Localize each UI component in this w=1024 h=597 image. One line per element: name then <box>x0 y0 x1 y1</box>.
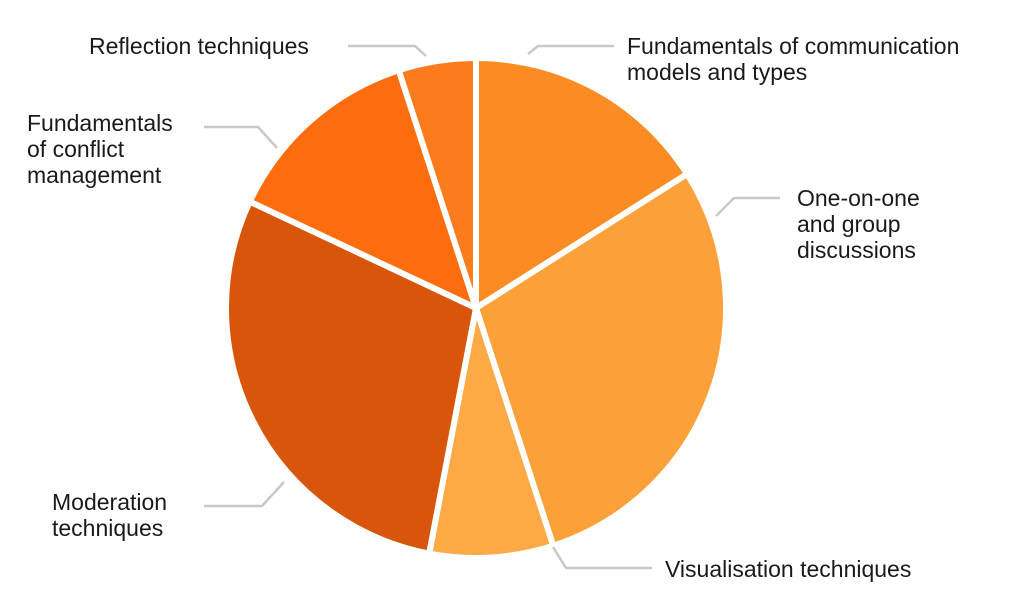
label-conflict: Fundamentals of conflict management <box>27 110 179 188</box>
label-reflection-line-1: Reflection techniques <box>89 33 309 59</box>
label-conflict-line-2: of conflict <box>27 136 125 162</box>
label-communication-line-2: models and types <box>627 59 807 85</box>
label-discussions-line-3: discussions <box>797 237 916 263</box>
leader-lines <box>204 44 780 570</box>
label-communication-line-1: Fundamentals of communication <box>627 33 959 59</box>
pie-slice-visualisation <box>425 307 558 561</box>
label-moderation: Moderation techniques <box>52 489 173 541</box>
slice-labels: Fundamentals of communication models and… <box>27 33 966 582</box>
pie-slice-reflection <box>394 54 479 309</box>
label-discussions-line-1: One-on-one <box>797 185 920 211</box>
leader-line-communication <box>527 44 614 55</box>
pie-slice-communication <box>473 54 692 314</box>
leader-line-reflection <box>348 44 427 57</box>
label-visualisation-line-1: Visualisation techniques <box>665 556 911 582</box>
label-moderation-line-1: Moderation <box>52 489 167 515</box>
pie-slices <box>223 54 729 561</box>
leader-line-visualisation <box>551 546 652 570</box>
leader-line-discussions <box>715 196 780 217</box>
label-discussions: One-on-one and group discussions <box>797 185 926 263</box>
leader-line-moderation <box>204 481 285 508</box>
label-discussions-line-2: and group <box>797 211 901 237</box>
label-visualisation: Visualisation techniques <box>665 556 911 582</box>
label-communication: Fundamentals of communication models and… <box>627 33 966 85</box>
label-reflection: Reflection techniques <box>89 33 309 59</box>
pie-slice-discussions <box>472 169 729 550</box>
leader-line-conflict <box>204 125 278 149</box>
label-moderation-line-2: techniques <box>52 515 163 541</box>
label-conflict-line-1: Fundamentals <box>27 110 173 136</box>
label-conflict-line-3: management <box>27 162 162 188</box>
pie-slice-conflict <box>245 66 481 314</box>
pie-slice-moderation <box>223 197 480 558</box>
